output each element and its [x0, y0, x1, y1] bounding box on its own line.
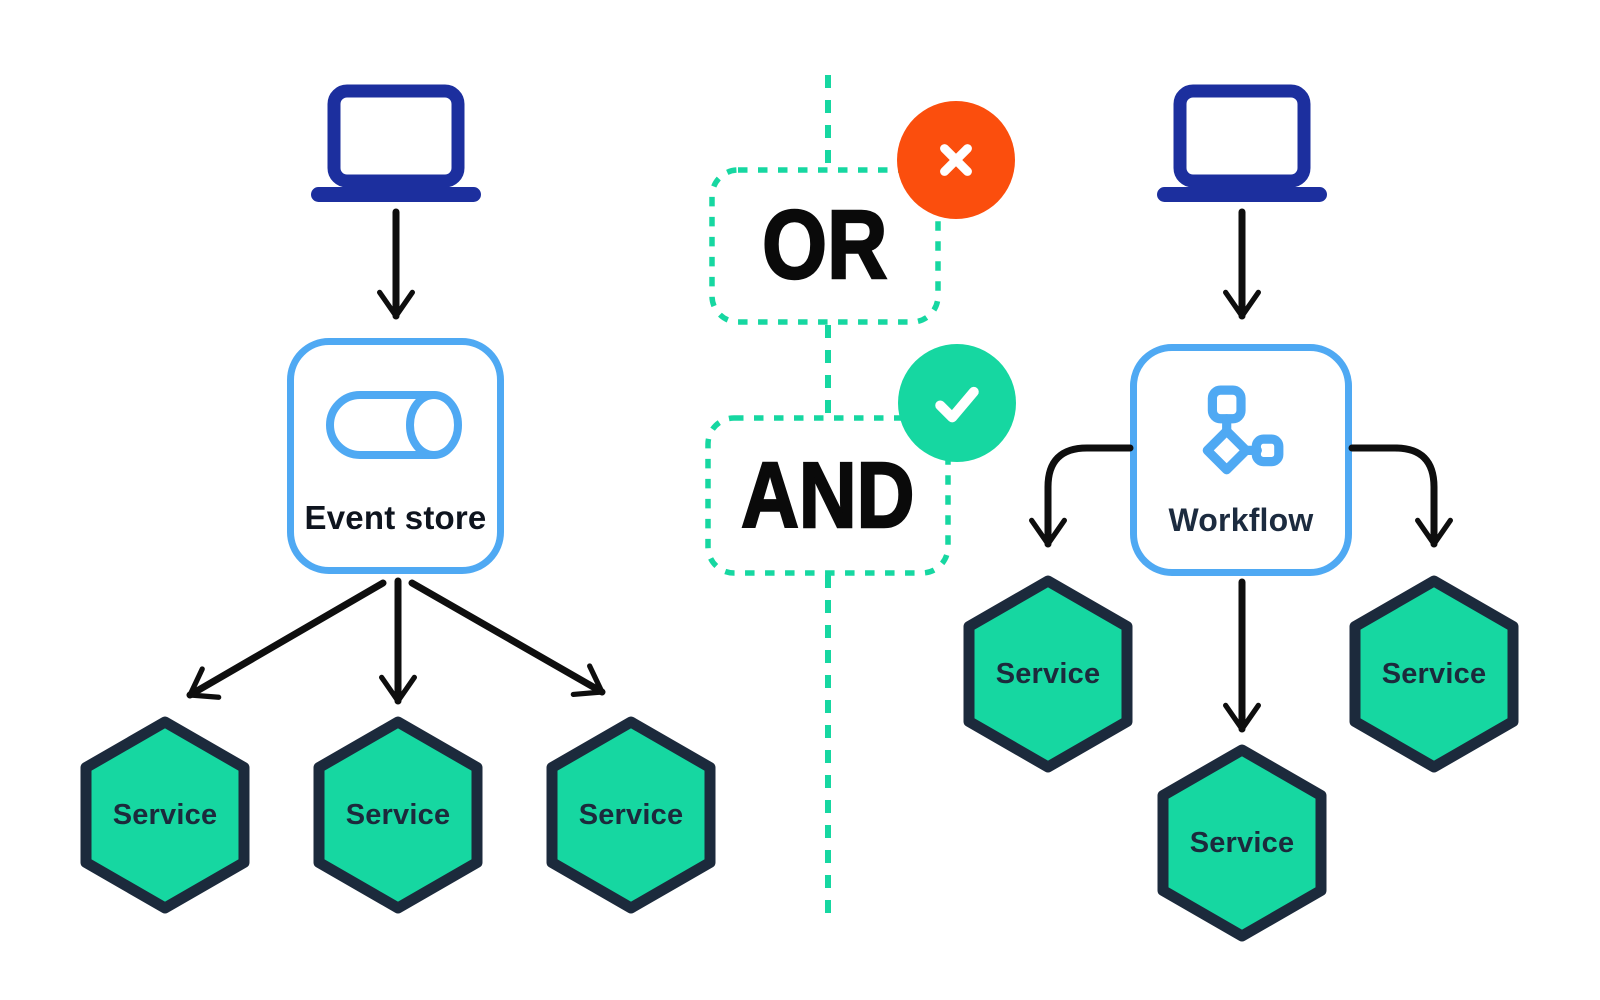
service-label: Service	[1189, 826, 1295, 859]
x-icon	[940, 144, 972, 176]
laptop-icon	[1157, 84, 1327, 202]
arrow-workflow-to-service-left	[1029, 444, 1134, 548]
service-hexagon: Service	[1347, 575, 1521, 773]
workflow-icon	[1202, 385, 1284, 475]
event-store-node: Event store	[287, 338, 504, 574]
service-label: Service	[112, 798, 218, 831]
service-label: Service	[578, 798, 684, 831]
arrow-event-store-to-service-1	[186, 579, 387, 700]
arrow-workflow-to-service-right	[1348, 444, 1453, 548]
service-hexagon: Service	[1155, 744, 1329, 942]
workflow-label: Workflow	[1168, 502, 1314, 538]
service-label: Service	[1381, 657, 1487, 690]
check-icon	[935, 386, 979, 423]
service-hexagon: Service	[78, 716, 252, 914]
service-hexagon: Service	[311, 716, 485, 914]
arrow-event-store-to-service-3	[408, 579, 606, 698]
laptop-icon	[311, 84, 481, 202]
database-cylinder-icon	[325, 391, 462, 459]
service-hexagon: Service	[961, 575, 1135, 773]
and-label: AND	[740, 441, 915, 548]
service-label: Service	[345, 798, 451, 831]
service-hexagon: Service	[544, 716, 718, 914]
workflow-node: Workflow	[1130, 344, 1352, 576]
or-label: OR	[761, 189, 888, 301]
service-label: Service	[995, 657, 1101, 690]
event-store-label: Event store	[304, 499, 487, 536]
